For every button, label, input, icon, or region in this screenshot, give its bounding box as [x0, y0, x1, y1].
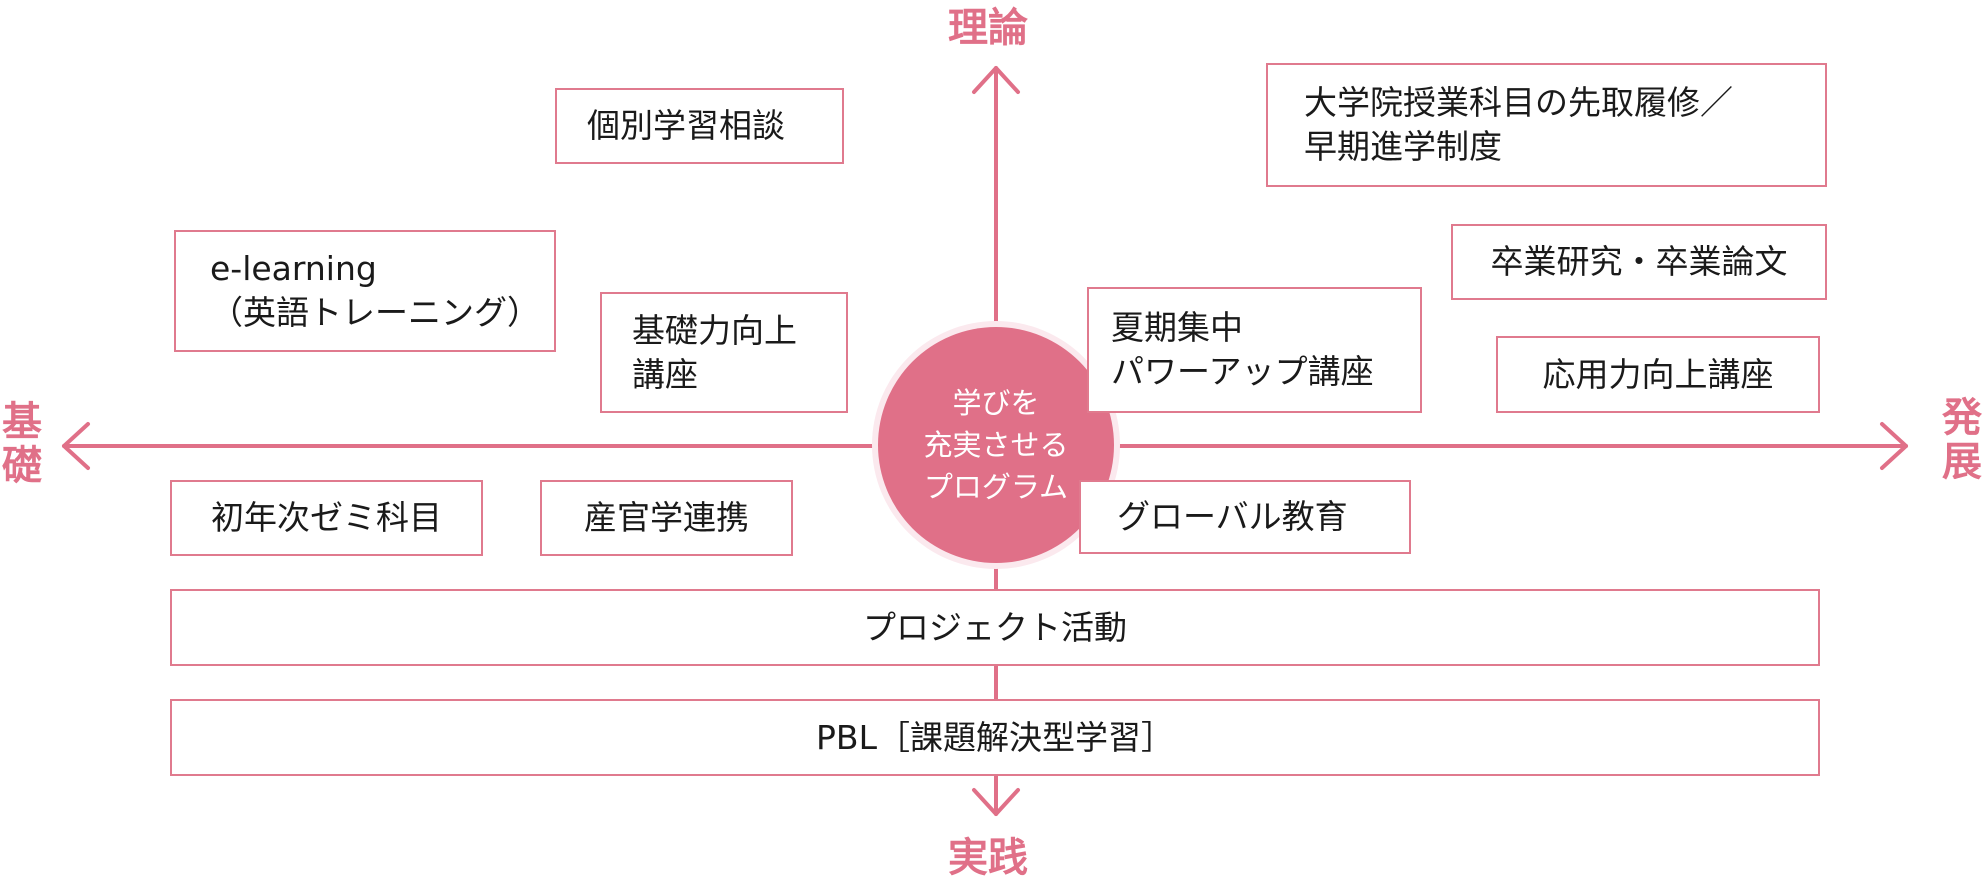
- axis-label-practice: 実践: [948, 835, 1028, 881]
- arrow-down-icon: [972, 788, 1020, 816]
- box-project-activities: プロジェクト活動: [170, 589, 1820, 666]
- box-global-education: グローバル教育: [1079, 480, 1411, 554]
- axis-label-theory: 理論: [948, 5, 1028, 51]
- box-graduation-research: 卒業研究・卒業論文: [1451, 224, 1827, 300]
- arrow-left-icon: [62, 422, 90, 470]
- box-first-year-seminar: 初年次ゼミ科目: [170, 480, 483, 556]
- box-individual-consult: 個別学習相談: [555, 88, 844, 164]
- box-summer-intensive: 夏期集中 パワーアップ講座: [1087, 287, 1422, 413]
- arrow-right-icon: [1880, 422, 1908, 470]
- box-elearning: e-learning （英語トレーニング）: [174, 230, 556, 352]
- box-industry-collab: 産官学連携: [540, 480, 793, 556]
- axis-label-advanced: 発展: [1942, 395, 1982, 485]
- center-hub: 学びを 充実させる プログラム: [878, 327, 1114, 563]
- axis-label-basics: 基礎: [2, 399, 42, 489]
- arrow-up-icon: [972, 66, 1020, 94]
- box-pbl: PBL［課題解決型学習］: [170, 699, 1820, 776]
- box-applied-skill: 応用力向上講座: [1496, 336, 1820, 413]
- box-basic-skill: 基礎力向上 講座: [600, 292, 848, 413]
- box-grad-courses: 大学院授業科目の先取履修／ 早期進学制度: [1266, 63, 1827, 187]
